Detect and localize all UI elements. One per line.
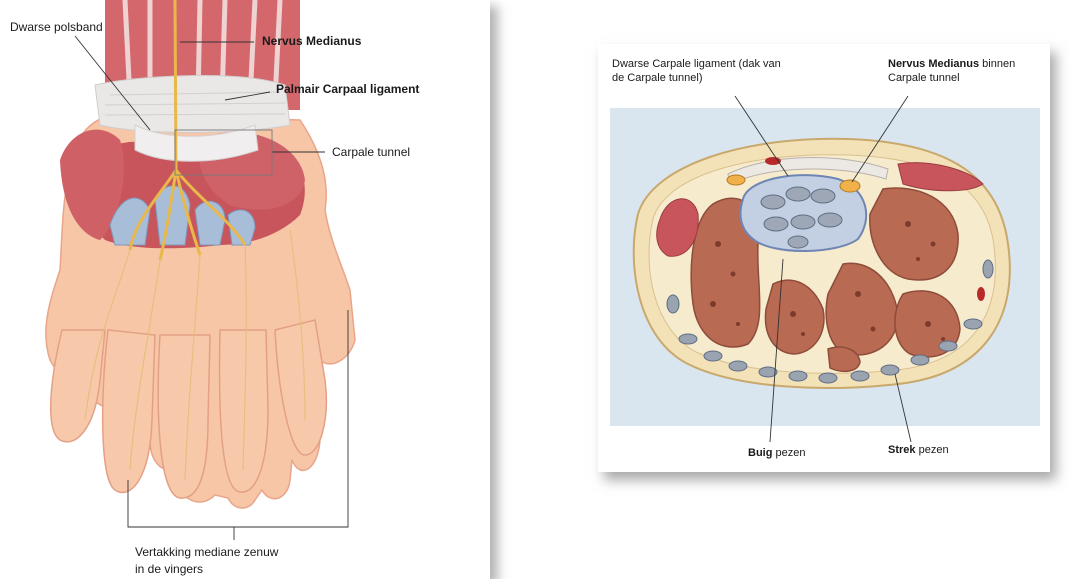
label-buig-rest: pezen xyxy=(776,447,806,459)
label-nervus-medianus-binnen: Nervus Medianus binnen xyxy=(888,58,1015,71)
label-buig-pezen: Buig pezen xyxy=(748,447,806,460)
label-dwarse-carpale-line2: de Carpale tunnel) xyxy=(612,72,703,85)
label-dwarse-polsband: Dwarse polsband xyxy=(10,20,103,34)
label-nervus-rest: binnen xyxy=(982,58,1015,70)
label-nervus-medianus: Nervus Medianus xyxy=(262,34,361,48)
wrist-cross-section-panel: Dwarse Carpale ligament (dak van de Carp… xyxy=(598,44,1050,472)
label-palmair-carpaal-ligament: Palmair Carpaal ligament xyxy=(276,82,419,96)
label-vertakking-line1: Vertakking mediane zenuw xyxy=(135,545,278,559)
vein xyxy=(977,287,985,301)
cross-section-illustration xyxy=(598,44,1050,472)
label-carpale-tunnel: Carpale tunnel xyxy=(332,145,410,159)
label-strek-pezen: Strek pezen xyxy=(888,444,949,457)
label-nervus-bold: Nervus Medianus xyxy=(888,58,979,70)
label-dwarse-carpale-line1: Dwarse Carpale ligament (dak van xyxy=(612,58,781,71)
hand-anatomy-panel: Dwarse polsband Nervus Medianus Palmair … xyxy=(0,0,490,579)
label-strek-rest: pezen xyxy=(919,444,949,456)
label-nervus-line2: Carpale tunnel xyxy=(888,72,960,85)
median-nerve-cross xyxy=(840,180,860,192)
label-buig-bold: Buig xyxy=(748,447,772,459)
ulnar-nerve-cross xyxy=(727,175,745,185)
label-strek-bold: Strek xyxy=(888,444,916,456)
label-vertakking-line2: in de vingers xyxy=(135,562,203,576)
